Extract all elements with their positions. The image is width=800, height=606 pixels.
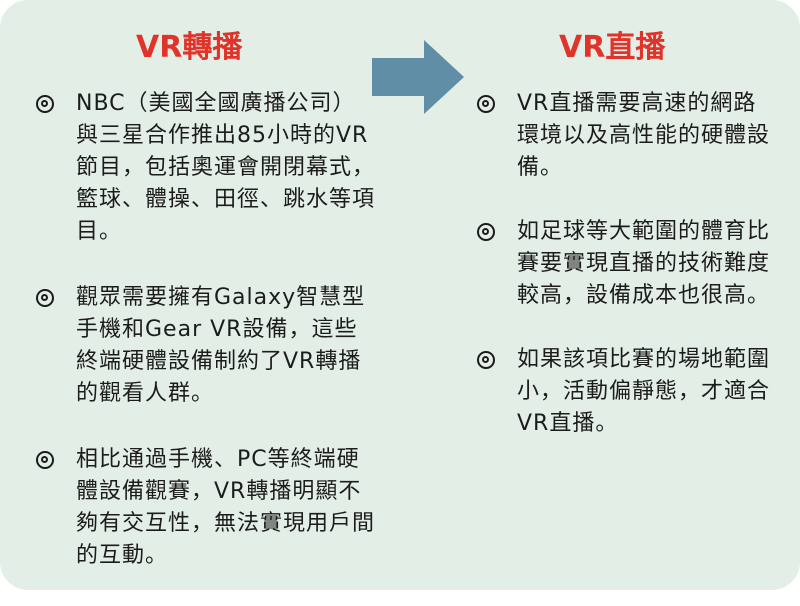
list-item: NBC（美國全國廣播公司）與三星合作推出85小時的VR節目，包括奧運會開閉幕式，… [36,88,376,248]
list-item: 觀眾需要擁有Galaxy智慧型手機和Gear VR設備，這些終端硬體設備制約了V… [36,282,376,410]
double-circle-bullet-icon [36,95,54,113]
list-item: 如果該項比賽的場地範圍小，活動偏靜態，才適合VR直播。 [477,344,777,440]
item-text: 如足球等大範圍的體育比賽要實現直播的技術難度較高，設備成本也很高。 [517,219,771,308]
title-vr-live: VR直播 [559,30,666,65]
double-circle-bullet-icon [36,451,54,469]
double-circle-bullet-icon [477,223,495,241]
list-vr-broadcast: NBC（美國全國廣播公司）與三星合作推出85小時的VR節目，包括奧運會開閉幕式，… [36,88,376,606]
list-vr-live: VR直播需要高速的網路環境以及高性能的硬體設備。 如足球等大範圍的體育比賽要實現… [477,88,777,472]
right-arrow-icon [372,40,464,114]
double-circle-bullet-icon [477,95,495,113]
list-item: 如足球等大範圍的體育比賽要實現直播的技術難度較高，設備成本也很高。 [477,216,777,312]
item-text: NBC（美國全國廣播公司）與三星合作推出85小時的VR節目，包括奧運會開閉幕式，… [76,91,376,244]
double-circle-bullet-icon [477,351,495,369]
item-text: VR直播需要高速的網路環境以及高性能的硬體設備。 [517,91,771,180]
list-item: 相比通過手機、PC等終端硬體設備觀賽，VR轉播明顯不夠有交互性，無法實現用戶間的… [36,444,376,572]
comparison-panel: VR轉播 NBC（美國全國廣播公司）與三星合作推出85小時的VR節目，包括奧運會… [0,0,800,590]
list-item: VR直播需要高速的網路環境以及高性能的硬體設備。 [477,88,777,184]
title-vr-broadcast: VR轉播 [136,30,243,65]
item-text: 相比通過手機、PC等終端硬體設備觀賽，VR轉播明顯不夠有交互性，無法實現用戶間的… [76,447,376,568]
item-text: 觀眾需要擁有Galaxy智慧型手機和Gear VR設備，這些終端硬體設備制約了V… [76,285,366,406]
double-circle-bullet-icon [36,289,54,307]
item-text: 如果該項比賽的場地範圍小，活動偏靜態，才適合VR直播。 [517,347,771,436]
